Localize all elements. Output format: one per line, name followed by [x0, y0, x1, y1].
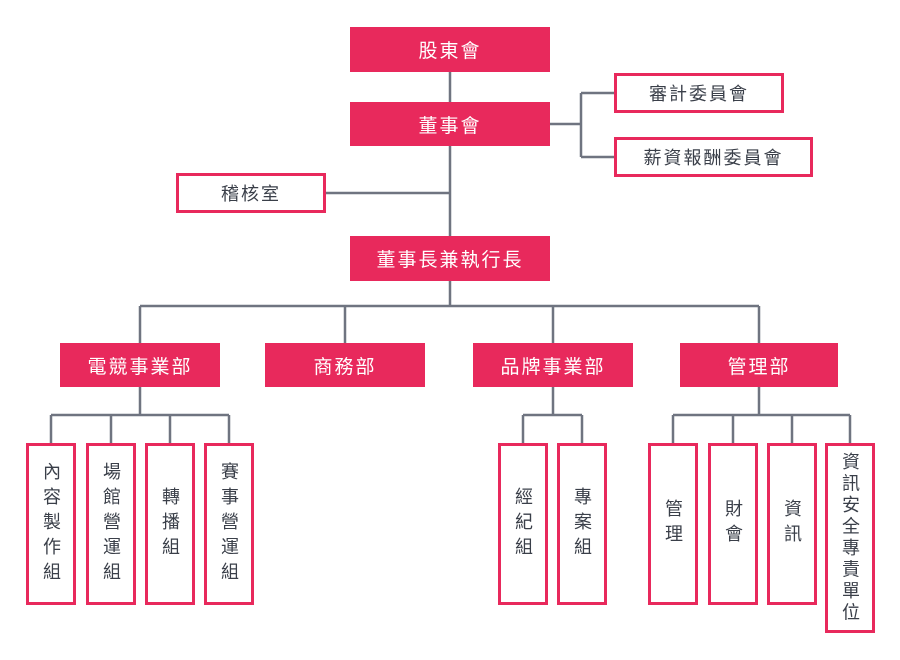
node-label: 品牌事業部 [500, 356, 606, 378]
node-label: 董事會 [418, 115, 482, 137]
node-label: 場館營運組 [101, 461, 121, 587]
node-label: 電競事業部 [87, 356, 193, 378]
node-event-operations-team: 賽事營運組 [204, 443, 254, 605]
node-information-team: 資訊 [767, 443, 817, 605]
node-label: 董事長兼執行長 [376, 250, 524, 271]
node-label: 管理 [663, 499, 683, 549]
node-label: 財會 [723, 499, 743, 549]
node-label: 股東會 [418, 41, 482, 62]
node-label: 經紀組 [513, 486, 533, 562]
node-label: 資訊安全專責單位 [840, 452, 860, 624]
node-broadcast-team: 轉播組 [145, 443, 195, 605]
node-label: 轉播組 [160, 486, 180, 562]
node-audit-committee: 審計委員會 [614, 73, 784, 113]
node-project-team: 專案組 [557, 443, 607, 605]
node-label: 賽事營運組 [219, 461, 239, 587]
node-brand-division: 品牌事業部 [473, 343, 633, 387]
node-board: 董事會 [350, 102, 550, 146]
node-label: 商務部 [313, 356, 377, 378]
connector-main-spine [138, 72, 761, 343]
node-label: 資訊 [782, 499, 802, 549]
node-label: 專案組 [572, 486, 592, 562]
node-label: 管理部 [727, 356, 791, 378]
connector-board-committees [550, 91, 614, 159]
node-label: 稽核室 [221, 184, 281, 204]
node-shareholders: 股東會 [350, 27, 550, 72]
connector-brand-teams [521, 387, 584, 443]
node-label: 薪資報酬委員會 [643, 148, 784, 168]
node-commerce-division: 商務部 [265, 343, 425, 387]
node-venue-operations-team: 場館營運組 [86, 443, 136, 605]
node-audit-office: 稽核室 [176, 173, 326, 213]
node-admin-division: 管理部 [680, 343, 838, 387]
node-finance-accounting-team: 財會 [708, 443, 758, 605]
connector-admin-teams [671, 387, 852, 443]
connector-esports-teams [49, 387, 231, 443]
node-infosec-unit: 資訊安全專責單位 [825, 443, 875, 633]
node-agency-team: 經紀組 [498, 443, 548, 605]
node-label: 審計委員會 [649, 84, 749, 104]
node-label: 內容製作組 [41, 461, 61, 587]
node-content-production-team: 內容製作組 [26, 443, 76, 605]
node-management-team: 管理 [648, 443, 698, 605]
node-compensation-committee: 薪資報酬委員會 [614, 137, 813, 177]
node-esports-division: 電競事業部 [60, 343, 220, 387]
node-ceo: 董事長兼執行長 [350, 236, 550, 281]
